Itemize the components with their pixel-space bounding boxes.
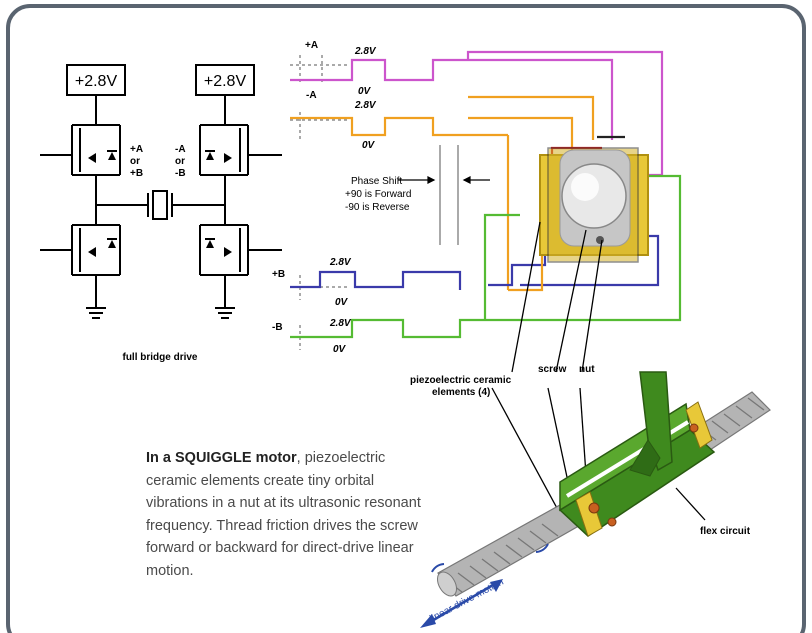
squiggle-motor-illustration bbox=[420, 371, 771, 628]
bridge-label-right-1: -A bbox=[175, 144, 186, 155]
wave-pos-b-low: 0V bbox=[335, 297, 349, 308]
wave-pos-a-label: +A bbox=[305, 40, 318, 51]
wave-neg-a bbox=[290, 95, 595, 290]
wave-pos-b-label: +B bbox=[272, 269, 285, 280]
bridge-label-right-2: or bbox=[175, 156, 185, 167]
flex-circuit-label: flex circuit bbox=[700, 526, 751, 537]
wave-neg-a-high: 2.8V bbox=[354, 100, 377, 111]
figure-caption: In a SQUIGGLE motor, piezoelectric ceram… bbox=[146, 447, 428, 582]
caption-bold: In a SQUIGGLE motor bbox=[146, 450, 297, 466]
wave-pos-a-low: 0V bbox=[358, 86, 372, 97]
full-bridge-schematic bbox=[40, 64, 282, 319]
bridge-label-left-2: or bbox=[130, 156, 140, 167]
wave-neg-b-high: 2.8V bbox=[329, 318, 352, 329]
phase-shift-line1: Phase Shift bbox=[351, 176, 402, 187]
wave-neg-b-low: 0V bbox=[333, 344, 347, 355]
bridge-label-left-3: +B bbox=[130, 168, 143, 179]
screw-label: screw bbox=[538, 364, 567, 375]
piezo-label-1: piezoelectric ceramic bbox=[410, 375, 512, 386]
supply-box-left bbox=[66, 64, 126, 96]
wave-neg-b-label: -B bbox=[272, 322, 283, 333]
bridge-label-right-3: -B bbox=[175, 168, 186, 179]
bridge-label-left-1: +A bbox=[130, 144, 143, 155]
phase-shift-line3: -90 is Reverse bbox=[345, 202, 410, 213]
wave-neg-a-label: -A bbox=[306, 90, 317, 101]
wave-pos-b-high: 2.8V bbox=[329, 257, 352, 268]
piezo-label-2: elements (4) bbox=[432, 387, 490, 398]
caption-text: , piezoelectric ceramic elements create … bbox=[146, 450, 421, 579]
nut-assembly bbox=[539, 147, 649, 263]
supply-left-label: +2.8V bbox=[75, 73, 118, 90]
full-bridge-caption: full bridge drive bbox=[122, 352, 197, 363]
phase-shift-line2: +90 is Forward bbox=[345, 189, 411, 200]
supply-right-label: +2.8V bbox=[204, 73, 247, 90]
wave-neg-a-low: 0V bbox=[362, 140, 376, 151]
nut-label: nut bbox=[579, 364, 595, 375]
wave-pos-a-high: 2.8V bbox=[354, 46, 377, 57]
wave-neg-b bbox=[290, 174, 682, 339]
